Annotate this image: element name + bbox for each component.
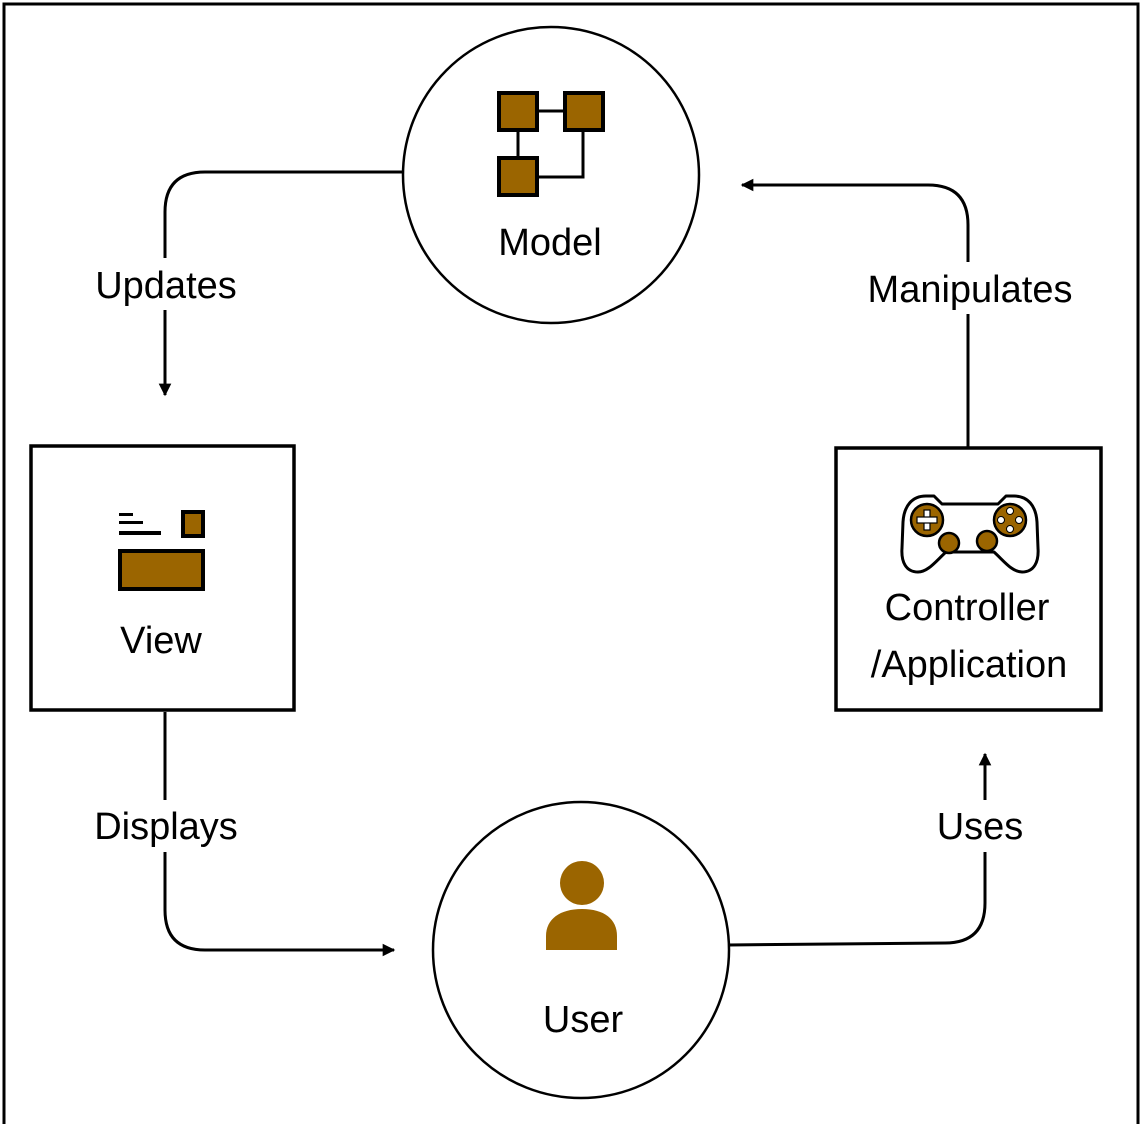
node-model: Model [401,25,701,325]
node-user: User [431,800,731,1100]
edge-label-manipulates: Manipulates [868,269,1073,311]
node-controller-label-2: /Application [871,644,1067,686]
gamepad-icon [900,494,1040,574]
view-window-icon [118,510,205,591]
node-controller-label: Controller [885,587,1050,629]
edge-label-uses: Uses [937,806,1024,848]
edge-displays [163,712,396,957]
node-model-label: Model [498,222,602,264]
node-view-label: View [120,620,202,662]
node-view: View [29,444,296,712]
edge-label-displays: Displays [94,806,238,848]
edge-uses [727,752,992,947]
model-blocks-icon [497,91,605,197]
edge-manipulates [740,178,970,447]
user-icon [546,861,617,950]
node-controller: Controller /Application [834,446,1103,712]
edge-updates [158,170,406,397]
edge-label-updates: Updates [95,265,237,307]
node-user-label: User [543,999,624,1041]
